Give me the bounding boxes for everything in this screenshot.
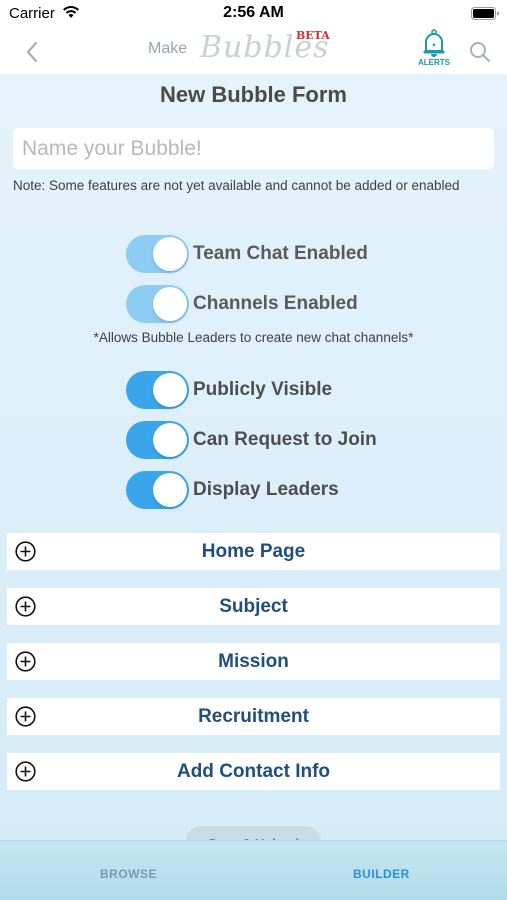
channels-label: Channels Enabled — [193, 293, 358, 314]
section-label: Home Page — [201, 541, 306, 562]
team-chat-toggle-row: Team Chat Enabled — [126, 235, 426, 273]
plus-circle-icon — [15, 651, 36, 672]
section-recruitment[interactable]: Recruitment — [7, 698, 500, 735]
request-join-toggle[interactable] — [126, 421, 189, 459]
section-home-page[interactable]: Home Page — [7, 533, 500, 570]
tab-bar: BROWSE BUILDER — [0, 840, 507, 900]
beta-badge: BETA — [296, 29, 330, 42]
search-icon[interactable] — [469, 41, 491, 63]
carrier-label: Carrier — [9, 5, 55, 22]
plus-circle-icon — [15, 706, 36, 727]
team-chat-toggle[interactable] — [126, 235, 189, 273]
toggle-knob — [153, 373, 187, 407]
bell-icon[interactable]: ● — [422, 29, 446, 57]
features-note: Note: Some features are not yet availabl… — [13, 178, 460, 193]
channels-toggle-row: Channels Enabled — [126, 285, 426, 323]
display-leaders-toggle[interactable] — [126, 471, 189, 509]
request-join-label: Can Request to Join — [193, 429, 377, 450]
display-leaders-label: Display Leaders — [193, 479, 339, 500]
page-title: New Bubble Form — [159, 82, 347, 107]
section-add-contact-info[interactable]: Add Contact Info — [7, 753, 500, 790]
display-leaders-toggle-row: Display Leaders — [126, 471, 426, 509]
tab-builder[interactable]: BUILDER — [353, 867, 410, 881]
bubble-name-input[interactable] — [13, 128, 494, 169]
channels-toggle[interactable] — [126, 285, 189, 323]
tab-browse[interactable]: BROWSE — [100, 867, 157, 881]
toggle-knob — [153, 423, 187, 457]
section-label: Recruitment — [198, 706, 309, 727]
section-mission[interactable]: Mission — [7, 643, 500, 680]
team-chat-label: Team Chat Enabled — [193, 243, 368, 264]
section-label: Mission — [218, 651, 289, 672]
status-bar: Carrier 2:56 AM — [0, 0, 507, 28]
section-subject[interactable]: Subject — [7, 588, 500, 625]
plus-circle-icon — [15, 761, 36, 782]
clock: 2:56 AM — [223, 4, 284, 21]
publicly-visible-toggle[interactable] — [126, 371, 189, 409]
channels-note: *Allows Bubble Leaders to create new cha… — [93, 330, 414, 345]
battery-icon — [471, 7, 499, 20]
back-chevron-icon[interactable] — [24, 40, 40, 64]
plus-circle-icon — [15, 541, 36, 562]
publicly-visible-toggle-row: Publicly Visible — [126, 371, 426, 409]
alerts-label[interactable]: ALERTS — [418, 58, 450, 67]
plus-circle-icon — [15, 596, 36, 617]
section-label: Add Contact Info — [176, 761, 331, 782]
toggle-knob — [153, 237, 187, 271]
section-label: Subject — [219, 596, 288, 617]
toggle-knob — [153, 287, 187, 321]
toggle-knob — [153, 473, 187, 507]
svg-text:●: ● — [432, 43, 436, 49]
bubbles-logo: Bubbles — [200, 30, 330, 65]
nav-header: Make Bubbles BETA ● ALERTS — [0, 28, 507, 74]
publicly-visible-label: Publicly Visible — [193, 379, 333, 400]
make-label: Make — [148, 40, 188, 57]
request-join-toggle-row: Can Request to Join — [126, 421, 426, 459]
wifi-icon — [63, 6, 79, 18]
